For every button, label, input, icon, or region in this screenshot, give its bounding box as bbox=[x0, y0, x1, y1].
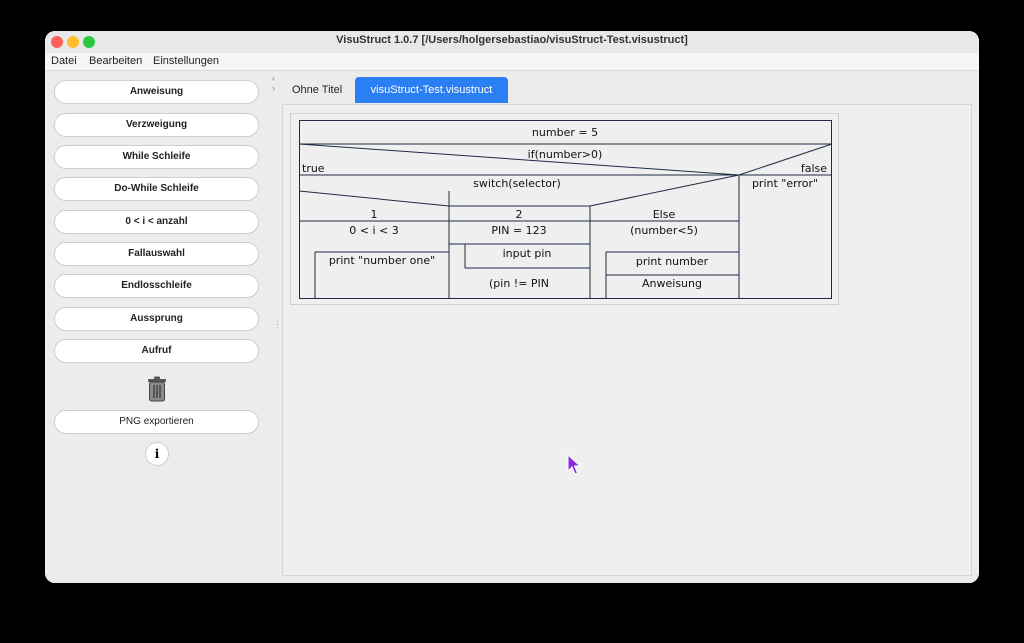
window-title: VisuStruct 1.0.7 [/Users/holgersebastiao… bbox=[336, 34, 688, 46]
do-while-schleife-button[interactable]: Do-While Schleife bbox=[54, 177, 259, 201]
aufruf-button[interactable]: Aufruf bbox=[54, 339, 259, 363]
else-body-anweisung[interactable]: Anweisung bbox=[642, 277, 702, 290]
close-window-button[interactable] bbox=[51, 36, 63, 48]
collapse-left-icon[interactable]: ‹ bbox=[272, 73, 275, 83]
false-body[interactable]: print "error" bbox=[752, 177, 818, 190]
assign-number[interactable]: number = 5 bbox=[532, 126, 598, 139]
app-window: VisuStruct 1.0.7 [/Users/holgersebastiao… bbox=[45, 31, 979, 583]
zaehlschleife-button[interactable]: 0 < i < anzahl bbox=[54, 210, 259, 234]
case2-loop-condition[interactable]: (pin != PIN bbox=[489, 277, 549, 290]
menu-bearbeiten[interactable]: Bearbeiten bbox=[89, 55, 143, 67]
case-1-label: 1 bbox=[371, 208, 378, 221]
aussprung-button[interactable]: Aussprung bbox=[54, 307, 259, 331]
editor-area: Ohne Titel visuStruct-Test.visustruct bbox=[281, 71, 979, 583]
tab-ohne-titel[interactable]: Ohne Titel bbox=[292, 84, 343, 96]
else-loop[interactable]: (number<5) bbox=[630, 224, 698, 237]
tab-visustruct-test[interactable]: visuStruct-Test.visustruct bbox=[355, 77, 508, 103]
verzweigung-button[interactable]: Verzweigung bbox=[54, 113, 259, 137]
struktogramm[interactable]: number = 5 if(number>0) true false switc… bbox=[299, 120, 833, 300]
mouse-pointer-icon bbox=[567, 453, 582, 481]
info-button[interactable]: i bbox=[145, 442, 169, 466]
false-label: false bbox=[801, 162, 827, 175]
fallauswahl-button[interactable]: Fallauswahl bbox=[54, 242, 259, 266]
maximize-window-button[interactable] bbox=[83, 36, 95, 48]
menu-einstellungen[interactable]: Einstellungen bbox=[153, 55, 220, 67]
sidebar: Anweisung Verzweigung While Schleife Do-… bbox=[45, 71, 271, 583]
title-bar: VisuStruct 1.0.7 [/Users/holgersebastiao… bbox=[45, 31, 979, 54]
minimize-window-button[interactable] bbox=[67, 36, 79, 48]
trash-icon[interactable] bbox=[146, 376, 168, 402]
switch-selector[interactable]: switch(selector) bbox=[473, 177, 561, 190]
diagram-canvas[interactable]: number = 5 if(number>0) true false switc… bbox=[282, 104, 972, 576]
menu-datei[interactable]: Datei bbox=[51, 55, 77, 67]
menu-bar: Datei Bearbeiten Einstellungen bbox=[45, 53, 979, 71]
case1-body[interactable]: print "number one" bbox=[329, 254, 435, 267]
case1-loop[interactable]: 0 < i < 3 bbox=[349, 224, 398, 237]
case-2-label: 2 bbox=[516, 208, 523, 221]
collapse-right-icon[interactable]: › bbox=[272, 83, 275, 93]
case2-assign[interactable]: PIN = 123 bbox=[491, 224, 546, 237]
split-pane-divider[interactable]: ‹ › ⋮ bbox=[271, 71, 282, 583]
while-schleife-button[interactable]: While Schleife bbox=[54, 145, 259, 169]
case-else-label: Else bbox=[653, 208, 676, 221]
png-export-button[interactable]: PNG exportieren bbox=[54, 410, 259, 434]
case2-loop-body[interactable]: input pin bbox=[503, 247, 552, 260]
if-condition[interactable]: if(number>0) bbox=[528, 148, 603, 161]
endlosschleife-button[interactable]: Endlosschleife bbox=[54, 274, 259, 298]
anweisung-button[interactable]: Anweisung bbox=[54, 80, 259, 104]
true-label: true bbox=[302, 162, 325, 175]
else-body-print[interactable]: print number bbox=[636, 255, 709, 268]
splitter-grip-icon[interactable]: ⋮ bbox=[273, 319, 282, 329]
diagram-frame bbox=[290, 113, 839, 305]
